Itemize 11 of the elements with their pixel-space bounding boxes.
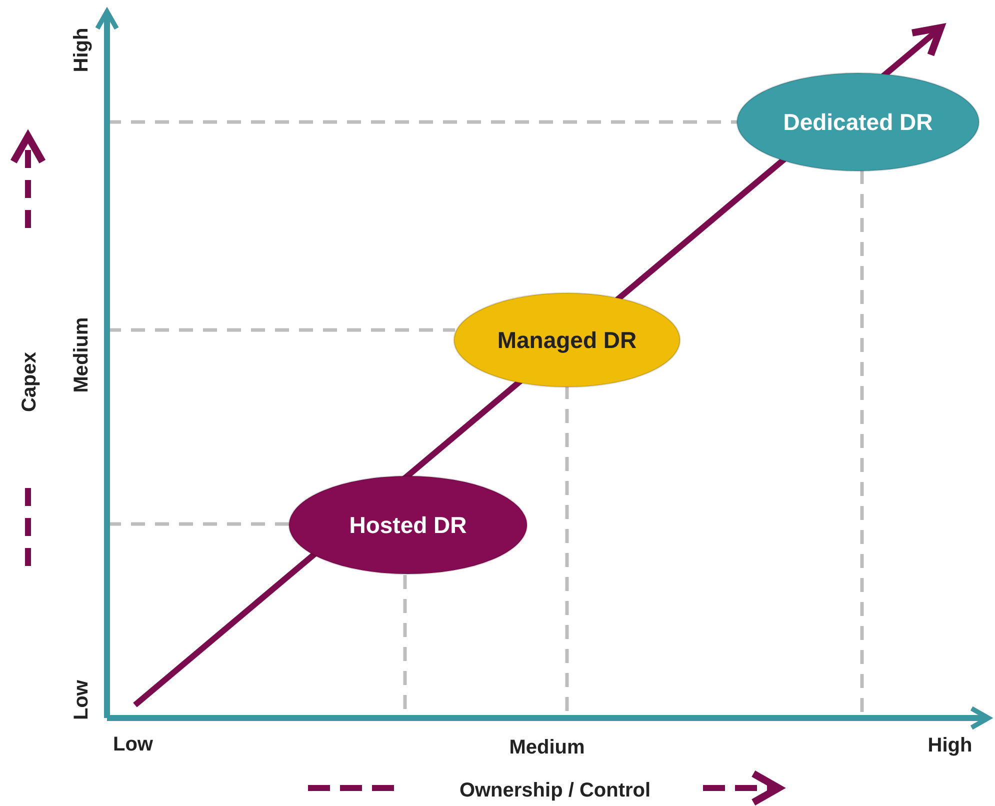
axis-label: Low	[70, 680, 94, 720]
axis-label: Medium	[70, 317, 94, 393]
axis-label: Ownership / Control	[459, 780, 651, 802]
axis-label: Capex	[18, 352, 42, 412]
axis-label: Low	[113, 734, 153, 756]
axis-label: High	[70, 28, 94, 72]
axis-label: Medium	[509, 736, 585, 760]
node-label: Managed DR	[497, 326, 637, 354]
node-label: Hosted DR	[349, 510, 467, 540]
node-label: Dedicated DR	[783, 108, 933, 136]
axis-label: High	[928, 734, 972, 758]
